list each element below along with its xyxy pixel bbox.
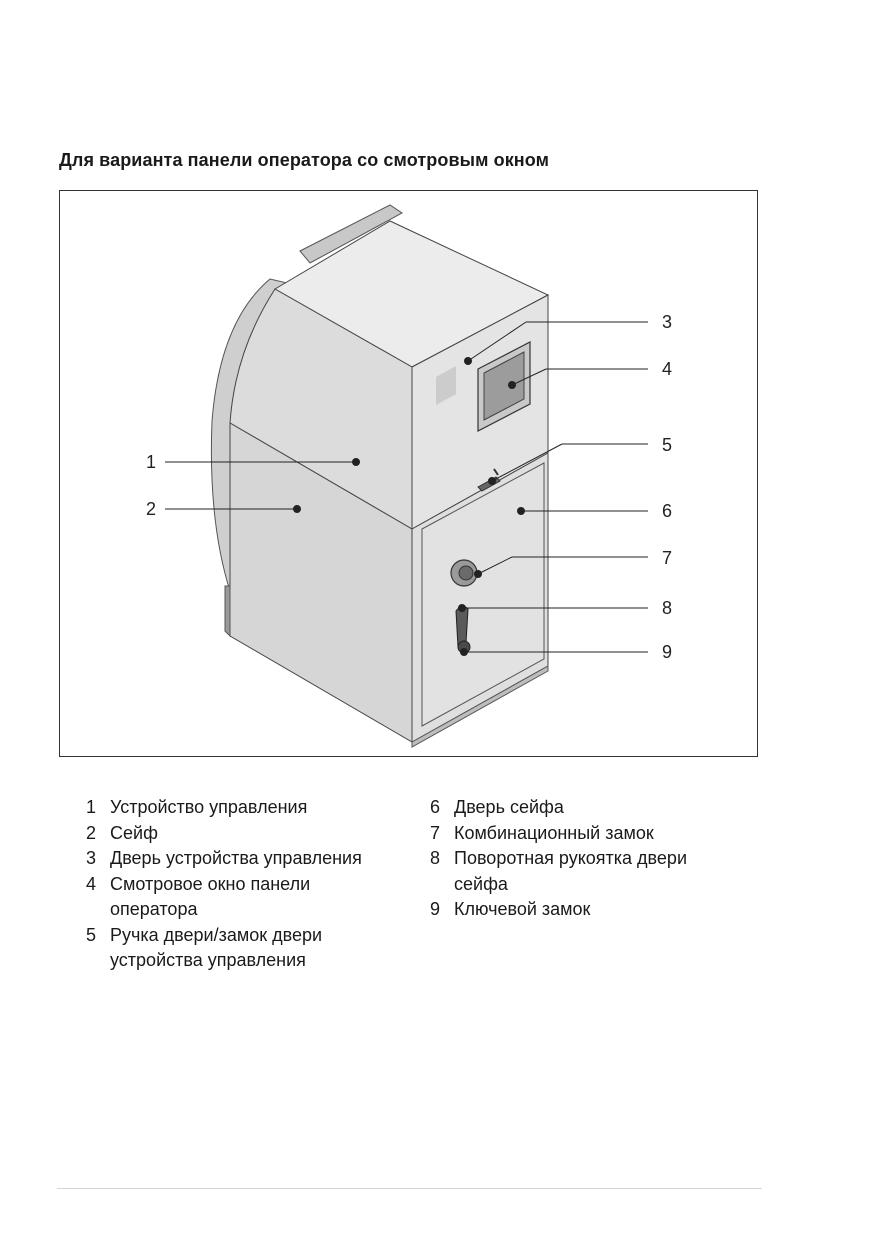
device-illustration: 1 2 3 4 5 6 7 8 9 [59, 190, 758, 757]
callout-7: 7 [662, 548, 672, 568]
callout-2: 2 [146, 499, 156, 519]
viewing-window-glass [483, 351, 525, 421]
leader-7a [477, 556, 513, 575]
legend-text: Смотровое окно панели оператора [110, 873, 311, 920]
callout-3: 3 [662, 312, 672, 332]
legend-text: Устройство управления [110, 797, 308, 817]
callout-5: 5 [662, 435, 672, 455]
roof-strip [299, 204, 403, 264]
leader-4a [511, 368, 547, 386]
callout-6: 6 [662, 501, 672, 521]
legend-text: Ключевой замок [454, 899, 591, 919]
legend-number: 7 [430, 822, 441, 843]
legend-number: 2 [86, 822, 97, 843]
legend-item: 6 Дверь сейфа [430, 795, 760, 821]
legend-text: Ручка двери/замок двери устройства управ… [110, 924, 323, 971]
callout-1: 1 [146, 452, 156, 472]
legend-right: 6 Дверь сейфа 7 Комбинационный замок 8 П… [430, 795, 760, 923]
legend-number: 4 [86, 873, 97, 894]
legend-number: 3 [86, 848, 97, 868]
legend-item: 7 Комбинационный замок [430, 821, 760, 847]
legend-text: Дверь устройства управления [110, 848, 362, 868]
legend-text: Поворотная рукоятка двери сейфа [454, 848, 687, 894]
legend-number: 8 [430, 848, 441, 868]
leader-3a [467, 321, 527, 362]
legend-item: 2 Сейф [86, 821, 416, 847]
legend-text: Дверь сейфа [454, 797, 564, 817]
legend-text: Сейф [110, 822, 158, 843]
legend-text: Комбинационный замок [454, 822, 654, 843]
page-title: Для варианта панели оператора со смотров… [59, 150, 550, 170]
callout-4: 4 [662, 359, 672, 379]
callout-9: 9 [662, 642, 672, 662]
legend-item: 4 Смотровое окно панели оператора [86, 872, 416, 923]
safe-door [421, 462, 545, 727]
callout-8: 8 [662, 598, 672, 618]
footer-divider [57, 1188, 762, 1189]
legend-number: 6 [430, 797, 441, 817]
legend-item: 1 Устройство управления [86, 795, 416, 821]
legend-left: 1 Устройство управления 2 Сейф 3 Дверь у… [86, 795, 416, 974]
legend-item: 3 Дверь устройства управления [86, 846, 416, 872]
atm-drawing: 1 2 3 4 5 6 7 8 9 [146, 204, 672, 748]
legend-item: 8 Поворотная рукоятка двери сейфа [430, 846, 760, 897]
legend-number: 1 [86, 797, 97, 817]
legend-number: 9 [430, 899, 441, 919]
leader-5a [491, 443, 563, 482]
legend-number: 5 [86, 924, 97, 945]
legend-item: 5 Ручка двери/замок двери устройства упр… [86, 923, 416, 974]
legend-item: 9 Ключевой замок [430, 897, 760, 923]
